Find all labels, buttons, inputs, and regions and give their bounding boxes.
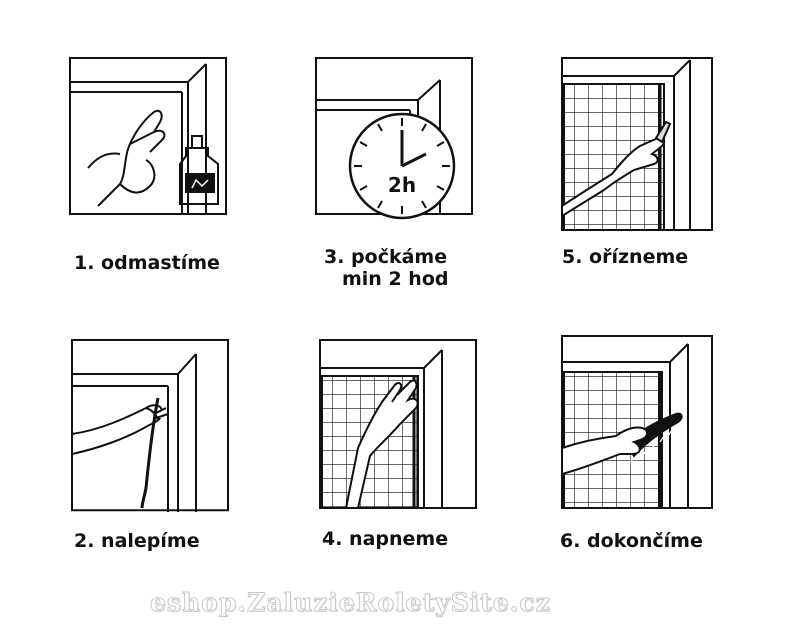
watermark-url: eshop.ZaluzieRoletySite.cz xyxy=(150,588,551,618)
step-1-illustration xyxy=(68,56,228,216)
step-5-caption: 5. ořízneme xyxy=(562,246,689,268)
brush-icon xyxy=(624,412,683,463)
clock-icon: 2h xyxy=(348,112,456,220)
step-2-caption: 2. nalepíme xyxy=(74,530,200,552)
step-3-illustration: 2h xyxy=(314,56,474,220)
degreaser-bottle-icon xyxy=(179,135,219,205)
step-2-illustration xyxy=(70,338,230,512)
step-4-illustration xyxy=(318,338,478,509)
step-3-caption: 3. počkáme min 2 hod xyxy=(324,246,448,290)
step-1-caption: 1. odmastíme xyxy=(74,252,220,274)
step-6-illustration xyxy=(560,334,720,509)
step-3-caption-line1: 3. počkáme xyxy=(324,246,448,268)
step-6-caption: 6. dokončíme xyxy=(560,530,703,552)
step-5-illustration xyxy=(560,56,720,231)
clock-duration-label: 2h xyxy=(388,173,416,197)
step-4-caption: 4. napneme xyxy=(322,528,449,550)
step-3-caption-line2: min 2 hod xyxy=(342,268,449,290)
